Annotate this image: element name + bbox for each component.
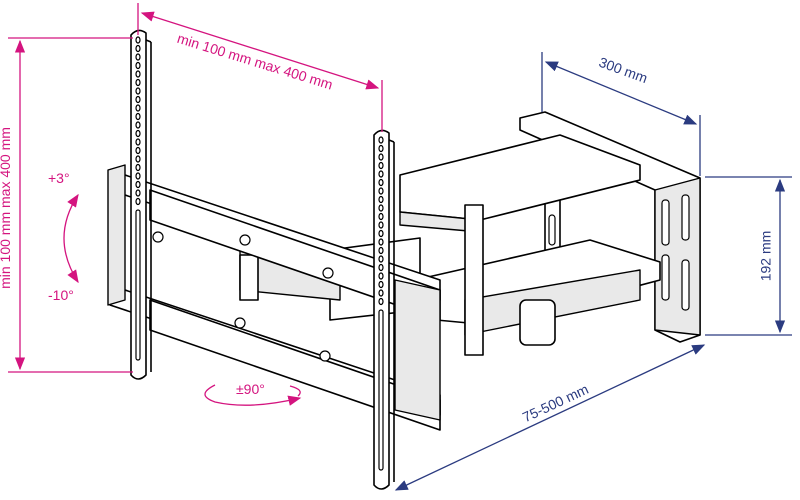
mounting-hole [135,121,141,129]
mounting-hole [378,153,384,161]
mounting-hole [135,53,141,61]
tilt-up-label: +3° [48,170,70,186]
tilt-down-label: -10° [48,287,74,303]
mounting-hole [135,172,141,180]
mounting-hole [135,70,141,78]
mounting-hole [378,136,384,144]
mounting-hole [135,197,141,206]
mounting-hole [378,289,384,297]
wall-plate [519,111,701,343]
mounting-hole [378,187,384,195]
mounting-hole [135,104,141,112]
mounting-hole [378,204,384,212]
mounting-hole [378,229,384,238]
mounting-hole [378,170,384,178]
tv-rails [107,164,441,431]
left-vertical-bracket [130,29,164,380]
mounting-hole [135,155,141,163]
mounting-hole [378,178,384,187]
mounting-hole [378,212,384,221]
mounting-hole [378,263,384,272]
mounting-hole [135,78,141,87]
mounting-hole [135,87,141,95]
mounting-hole [135,61,141,70]
wall-dimension-lines [394,52,792,491]
mounting-hole [135,95,141,104]
mounting-hole [135,146,141,155]
vesa-dimension-lines [8,3,383,406]
mounting-hole [135,189,141,197]
mounting-hole [135,180,141,189]
mounting-hole [378,238,384,246]
mounting-hole [378,221,384,229]
mounting-hole [378,246,384,255]
mounting-hole [378,161,384,170]
wall-plate-height-label: 192 mm [757,230,774,282]
mounting-hole [378,280,384,289]
mounting-hole [378,272,384,280]
mounting-hole [378,297,384,306]
vesa-vertical-label: min 100 mm max 400 mm [0,127,13,289]
mounting-hole [378,144,384,153]
mounting-hole [135,112,141,121]
swivel-label: ±90° [236,381,265,397]
mounting-hole [135,44,141,53]
mounting-hole [135,163,141,172]
right-vertical-bracket [373,129,395,490]
mounting-hole [135,36,141,44]
mounting-hole [378,195,384,204]
articulating-arms [239,134,661,356]
mounting-hole [378,255,384,263]
mounting-hole [135,129,141,138]
mounting-hole [135,138,141,146]
